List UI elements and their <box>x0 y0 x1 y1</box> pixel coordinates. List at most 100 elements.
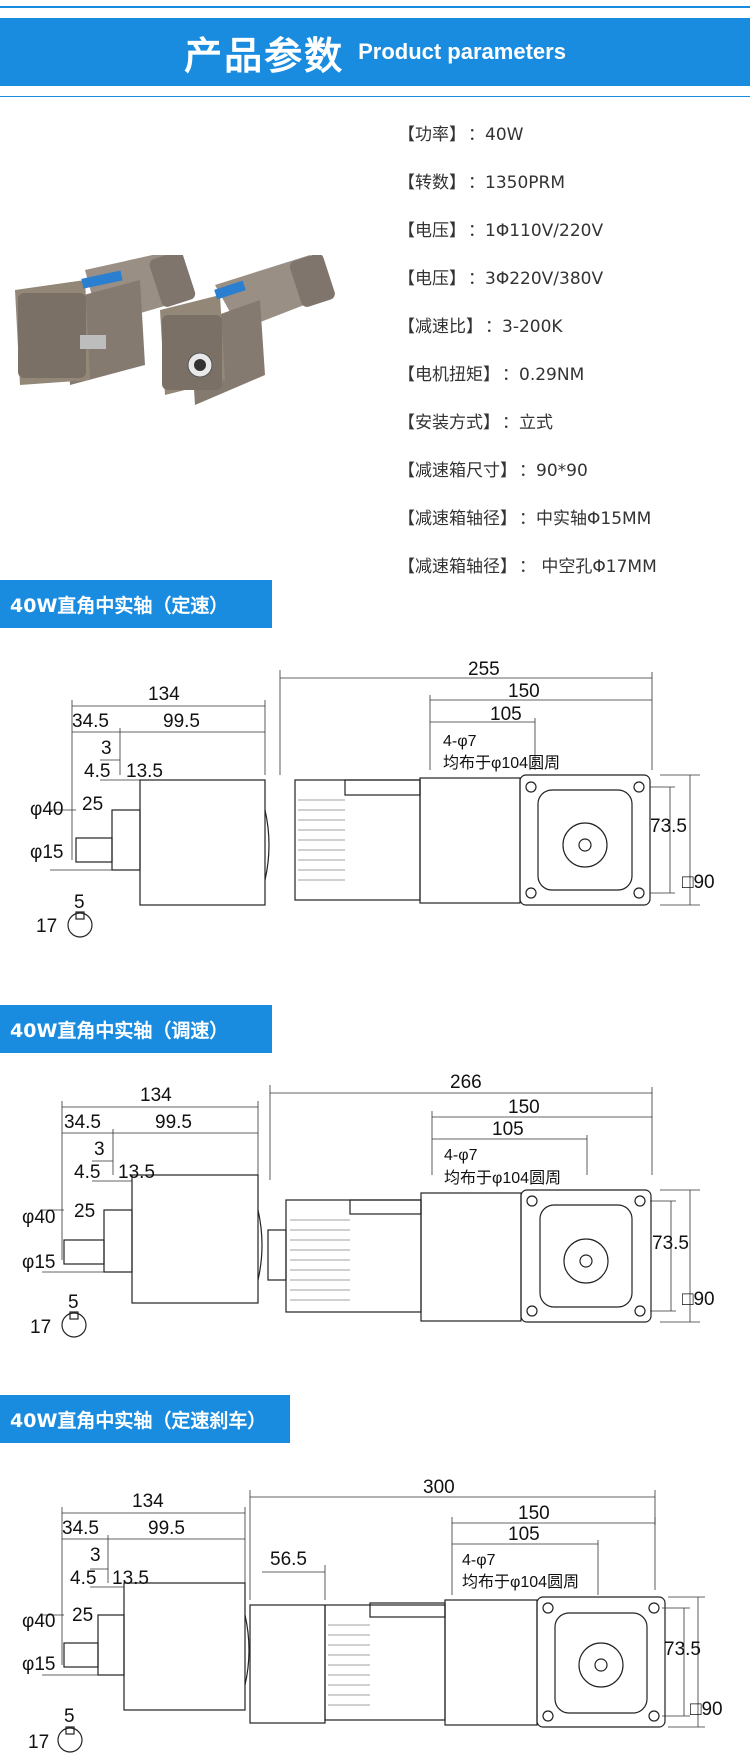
drawing-fixed-speed: 134 34.5 99.5 3 4.5 13.5 φ40 25 φ15 5 17 <box>30 660 715 938</box>
spec-label: 【减速比】 <box>398 317 483 337</box>
dim-side-b: 99.5 <box>148 1518 185 1539</box>
page-header: 产品参数 Product parameters <box>0 18 750 86</box>
drawing-fixed-speed-brake: 134 34.5 99.5 3 4.5 13.5 φ40 25 φ15 5 17 <box>22 1477 723 1753</box>
dim-side-a: 34.5 <box>72 711 109 732</box>
dim-key-w: 5 <box>68 1292 79 1313</box>
spec-row: 【转数】：1350PRM <box>398 168 738 216</box>
spec-row: 【减速箱轴径】： 中空孔Φ17MM <box>398 552 738 600</box>
dim-half: 73.5 <box>650 816 687 837</box>
spec-row: 【电压】：3Φ220V/380V <box>398 264 738 312</box>
spec-value: ：3-200K <box>485 317 563 337</box>
spec-row: 【功率】：40W <box>398 120 738 168</box>
spec-row: 【安装方式】：立式 <box>398 408 738 456</box>
spec-value: ： 中空孔Φ17MM <box>519 557 657 577</box>
dim-box-holes: 105 <box>508 1524 540 1545</box>
dim-box-length: 150 <box>508 681 540 702</box>
dim-key-h: 17 <box>28 1732 49 1753</box>
spec-label: 【电机扭矩】 <box>398 365 500 385</box>
dim-flange: φ40 <box>22 1207 55 1228</box>
spec-value: ：立式 <box>502 413 553 433</box>
dim-box-length: 150 <box>508 1097 540 1118</box>
header-divider <box>0 96 750 97</box>
dim-side-total: 134 <box>140 1085 172 1106</box>
dim-half: 73.5 <box>664 1639 701 1660</box>
dim-offset-a: 4.5 <box>70 1568 96 1589</box>
spec-label: 【功率】 <box>398 125 466 145</box>
page-title-en: Product parameters <box>358 39 566 64</box>
spec-label: 【减速箱轴径】 <box>398 509 517 529</box>
spec-row: 【电机扭矩】：0.29NM <box>398 360 738 408</box>
dim-pcd: 均布于φ104圆周 <box>462 1573 579 1591</box>
spec-label: 【电压】 <box>398 221 466 241</box>
dim-shaft-dia: φ15 <box>30 842 63 863</box>
dim-side-total: 134 <box>132 1491 164 1512</box>
dim-offset-a: 4.5 <box>84 761 110 782</box>
dim-square: □90 <box>690 1699 723 1720</box>
page-title-zh: 产品参数 <box>184 33 345 78</box>
dim-shaft-len: 25 <box>82 794 103 815</box>
section-title-adjustable-speed: 40W直角中实轴（调速） <box>0 1005 272 1053</box>
spec-label: 【安装方式】 <box>398 413 500 433</box>
dim-total-length: 266 <box>450 1072 482 1093</box>
dim-gap: 3 <box>94 1139 105 1160</box>
section-title-fixed-speed-brake: 40W直角中实轴（定速刹车） <box>0 1395 290 1443</box>
dim-shaft-len: 25 <box>72 1605 93 1626</box>
dim-box-holes: 105 <box>490 704 522 725</box>
dim-offset-b: 13.5 <box>126 761 163 782</box>
spec-value: ：90*90 <box>519 461 588 481</box>
dim-offset-b: 13.5 <box>118 1162 155 1183</box>
dim-shaft-dia: φ15 <box>22 1252 55 1273</box>
dim-flange: φ40 <box>22 1611 55 1632</box>
dim-offset-b: 13.5 <box>112 1568 149 1589</box>
dim-mount-holes: 4-φ7 <box>444 1147 478 1164</box>
dim-gap: 3 <box>90 1545 101 1566</box>
dim-pcd: 均布于φ104圆周 <box>444 1169 561 1187</box>
spec-label: 【转数】 <box>398 173 466 193</box>
dim-pcd: 均布于φ104圆周 <box>443 754 560 772</box>
spec-row: 【减速比】：3-200K <box>398 312 738 360</box>
side-view: 134 34.5 99.5 3 4.5 13.5 φ40 25 φ15 5 17 <box>30 684 270 938</box>
dim-side-a: 34.5 <box>64 1112 101 1133</box>
dim-key-w: 5 <box>74 892 85 913</box>
dim-box-holes: 105 <box>492 1119 524 1140</box>
dim-side-b: 99.5 <box>163 711 200 732</box>
spec-value: ：40W <box>468 125 524 145</box>
dim-total-length: 300 <box>423 1477 455 1498</box>
spec-label: 【电压】 <box>398 269 466 289</box>
spec-list: 【功率】：40W 【转数】：1350PRM 【电压】：1Φ110V/220V 【… <box>398 120 738 600</box>
motor-image-right <box>160 255 335 405</box>
product-photo <box>15 255 335 405</box>
drawing-adjustable-speed: 134 34.5 99.5 3 4.5 13.5 φ40 25 φ15 5 17 <box>22 1072 715 1338</box>
spec-value: ：3Φ220V/380V <box>468 269 604 289</box>
side-view: 134 34.5 99.5 3 4.5 13.5 φ40 25 φ15 5 17 <box>22 1491 250 1753</box>
dim-key-h: 17 <box>36 916 57 937</box>
dim-shaft-dia: φ15 <box>22 1654 55 1675</box>
dim-side-a: 34.5 <box>62 1518 99 1539</box>
dim-square: □90 <box>682 872 715 893</box>
dim-key-h: 17 <box>30 1317 51 1338</box>
dim-offset-a: 4.5 <box>74 1162 100 1183</box>
top-rule <box>0 6 750 8</box>
section-title-fixed-speed: 40W直角中实轴（定速） <box>0 580 272 628</box>
motor-image-left <box>15 255 196 385</box>
spec-value: ：1Φ110V/220V <box>468 221 604 241</box>
dim-side-b: 99.5 <box>155 1112 192 1133</box>
spec-value: ：0.29NM <box>502 365 585 385</box>
dim-flange: φ40 <box>30 799 63 820</box>
spec-row: 【减速箱轴径】：中实轴Φ15MM <box>398 504 738 552</box>
dim-box-length: 150 <box>518 1503 550 1524</box>
spec-value: ：中实轴Φ15MM <box>519 509 652 529</box>
dim-shaft-len: 25 <box>74 1201 95 1222</box>
side-view: 134 34.5 99.5 3 4.5 13.5 φ40 25 φ15 5 17 <box>22 1085 263 1338</box>
spec-value: ：1350PRM <box>468 173 565 193</box>
front-view: 300 56.5 150 105 4-φ7 均布于φ104圆周 73.5 □90 <box>249 1477 723 1728</box>
dim-square: □90 <box>682 1289 715 1310</box>
spec-label: 【减速箱轴径】 <box>398 557 517 577</box>
spec-row: 【电压】：1Φ110V/220V <box>398 216 738 264</box>
dim-key-w: 5 <box>64 1706 75 1727</box>
dim-brake: 56.5 <box>270 1549 307 1570</box>
dim-gap: 3 <box>101 738 112 759</box>
spec-row: 【减速箱尺寸】：90*90 <box>398 456 738 504</box>
dim-total-length: 255 <box>468 660 500 680</box>
front-view: 255 150 105 4-φ7 均布于φ104圆周 73.5 □90 <box>279 660 715 906</box>
